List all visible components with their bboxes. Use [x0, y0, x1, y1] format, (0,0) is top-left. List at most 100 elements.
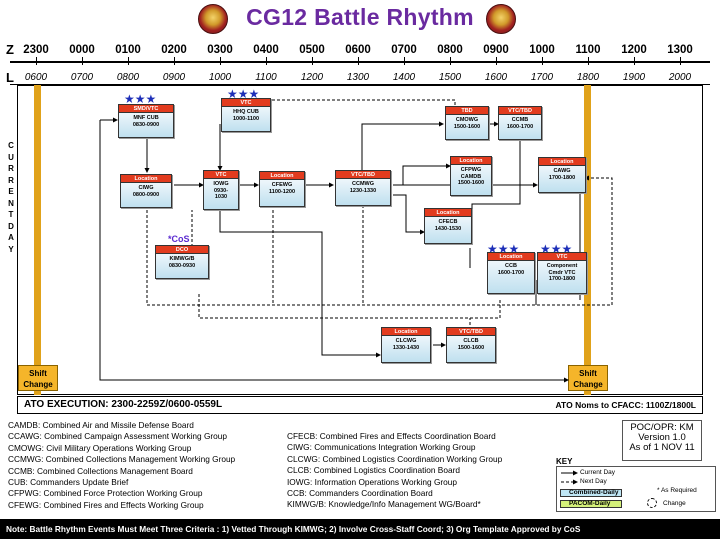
ato-noms: ATO Noms to CFACC: 1100Z/1800L — [555, 400, 696, 410]
local-tick-label: 0600 — [24, 72, 48, 83]
event-time: 1430-1530 — [434, 225, 462, 232]
key-legend: Current Day Next Day Combined-Daily PACO… — [556, 466, 716, 512]
zulu-tick-label: 0400 — [253, 44, 279, 56]
event-header: Location — [425, 209, 471, 217]
event-header: VTC — [538, 253, 586, 261]
zulu-tick-mark — [312, 57, 313, 65]
current-day-letter: U — [8, 152, 14, 162]
current-day-letter: A — [8, 233, 14, 242]
zulu-axis-label: Z — [6, 42, 14, 57]
event-time: 1500-1600 — [457, 180, 485, 186]
event-name-2: CAMDB — [460, 173, 482, 180]
page-title: CG12 Battle Rhythm — [246, 4, 474, 30]
zulu-tick-mark — [680, 57, 681, 65]
local-axis-label: L — [6, 70, 14, 85]
shift-change-line1: Shift — [579, 369, 597, 378]
ato-bar: ATO EXECUTION: 2300-2259Z/0600-0559L ATO… — [17, 396, 703, 414]
event-header: VTC/TBD — [499, 107, 541, 115]
local-tick-label: 1100 — [255, 72, 277, 83]
definition-item: KIMWG/B: Knowledge/Info Management WG/Bo… — [287, 499, 481, 510]
event-name: CFPWG — [460, 167, 482, 173]
local-tick-label: 0700 — [70, 72, 94, 83]
zulu-tick-mark — [220, 57, 221, 65]
zulu-tick-label: 0800 — [437, 44, 463, 56]
zulu-tick-label: 0000 — [69, 44, 95, 56]
poc-box: POC/OPR: KM Version 1.0 As of 1 NOV 11 — [622, 420, 702, 461]
event-name: CLCB — [463, 338, 479, 344]
definition-item: IOWG: Information Operations Working Gro… — [287, 476, 457, 487]
zulu-tick-label: 1100 — [575, 44, 601, 56]
definition-item: CCAWG: Combined Campaign Assessment Work… — [8, 431, 228, 442]
event-header: Location — [539, 158, 585, 166]
zulu-tick-mark — [542, 57, 543, 65]
current-day-letter: C — [8, 141, 14, 150]
shift-bar-left — [34, 85, 41, 395]
event-name: CCMWG — [352, 181, 374, 187]
event-time: 1330-1430 — [392, 344, 420, 351]
zulu-tick-mark — [36, 57, 37, 65]
event-header: VTC — [222, 99, 270, 107]
event-name: CFEWG — [271, 182, 293, 188]
shift-change-line2: Change — [23, 380, 53, 389]
definition-item: CFEWG: Combined Fires and Effects Workin… — [8, 499, 204, 510]
definition-item: CCMWG: Combined Collections Management W… — [8, 454, 236, 465]
current-day-letter: T — [8, 210, 14, 219]
zulu-tick-label: 0600 — [345, 44, 371, 56]
definition-item: CMOWG: Civil Military Operations Working… — [8, 442, 192, 453]
key-combined-daily: Combined-Daily — [569, 489, 619, 496]
key-pacom-swatch — [560, 500, 622, 508]
key-combined-swatch — [560, 489, 622, 497]
current-day-letter: N — [8, 198, 14, 208]
event-time-end: 1030 — [214, 194, 228, 200]
shift-change-right: Shift Change — [568, 365, 608, 391]
zulu-tick-mark — [358, 57, 359, 65]
current-day-letter: D — [8, 221, 14, 231]
event-name: CMOWG — [455, 117, 479, 123]
definition-item: CFECB: Combined Fires and Effects Coordi… — [287, 431, 496, 441]
event-header: Location — [121, 175, 171, 183]
event-header: VTC/TBD — [336, 171, 390, 179]
poc-opr: POC/OPR: KM — [630, 422, 694, 433]
poc-version: Version 1.0 — [638, 432, 686, 443]
event-header: Location — [488, 253, 534, 261]
event-time: 1600-1700 — [497, 269, 525, 276]
local-tick-label: 1800 — [576, 72, 600, 83]
current-day-letter: R — [8, 175, 14, 185]
zulu-tick-mark — [174, 57, 175, 65]
shift-change-line2: Change — [573, 380, 603, 389]
event-name: CFECB — [438, 219, 458, 225]
zulu-tick-label: 0700 — [391, 44, 417, 56]
event-time: 0930- — [213, 187, 229, 194]
stars-mnfcub: ★★★ — [124, 90, 156, 108]
zulu-tick-label: 0200 — [161, 44, 187, 56]
local-tick-label: 0800 — [116, 72, 140, 83]
event-header: SMD/VTC — [119, 105, 173, 113]
event-name: MNF CUB — [133, 115, 159, 121]
event-time: 0830-0930 — [168, 262, 196, 269]
ato-execution: ATO EXECUTION: 2300-2259Z/0600-0559L — [24, 399, 223, 410]
shift-change-line1: Shift — [29, 369, 47, 378]
event-header: Location — [382, 328, 430, 336]
event-time: 1700-1800 — [548, 276, 576, 282]
key-change-icon — [647, 498, 657, 508]
event-time: 1500-1600 — [457, 344, 485, 351]
local-tick-label: 1900 — [622, 72, 646, 83]
zulu-tick-label: 0500 — [299, 44, 325, 56]
event-header: DCO — [156, 246, 208, 254]
